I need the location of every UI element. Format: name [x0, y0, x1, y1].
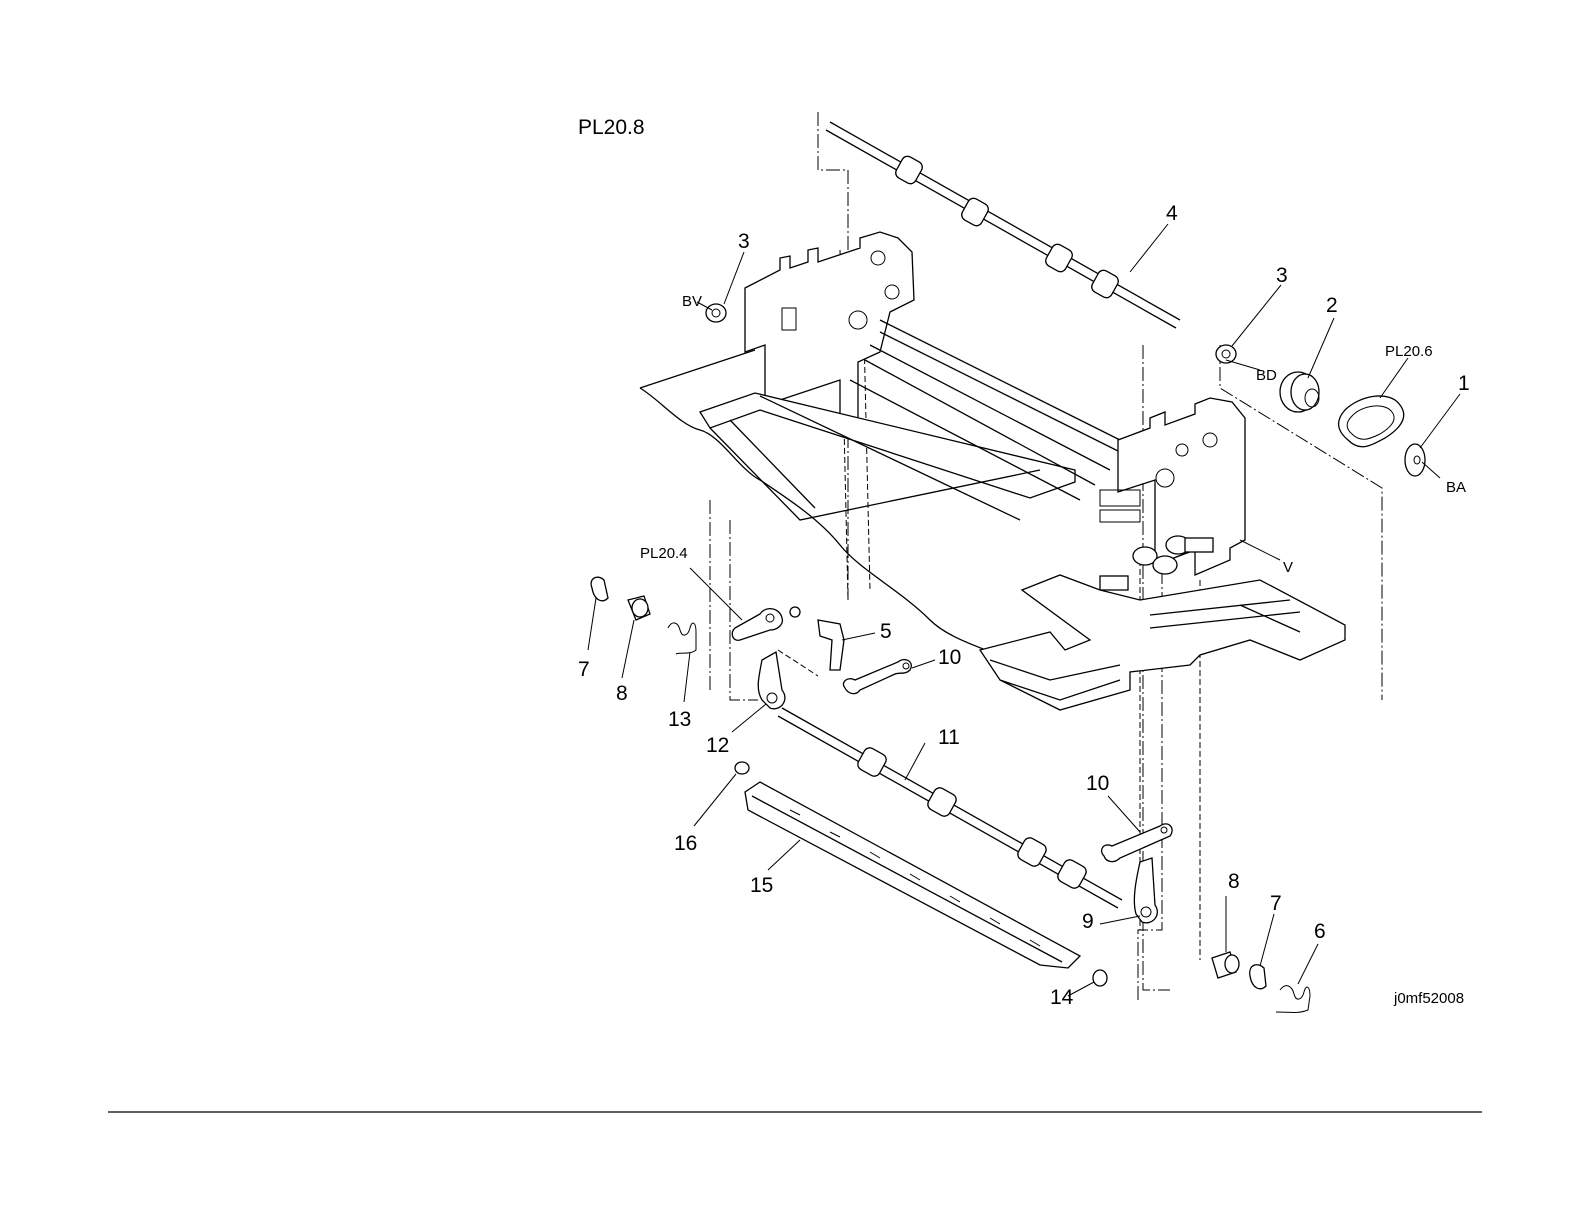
callout-4: 4 — [1166, 202, 1178, 225]
callout-15: 15 — [750, 874, 773, 897]
callout-12: 12 — [706, 734, 729, 757]
part-14-spring-right — [1093, 970, 1107, 986]
part-2-gear — [1280, 372, 1319, 412]
part-5-bracket — [818, 620, 844, 670]
part-12-arm — [758, 650, 818, 709]
code-bd: BD — [1256, 367, 1277, 384]
part-9-arm — [1134, 858, 1157, 923]
part-8-bushing-right — [1212, 952, 1239, 978]
code-v: V — [1283, 559, 1293, 576]
callout-16: 16 — [674, 832, 697, 855]
callout-13: 13 — [668, 708, 691, 731]
ref-pl20-4: PL20.4 — [640, 545, 688, 562]
callout-1: 1 — [1458, 372, 1470, 395]
code-ba: BA — [1446, 479, 1466, 496]
code-bv: BV — [682, 293, 702, 310]
callout-5: 5 — [880, 620, 892, 643]
part-7-clip-left — [591, 577, 608, 601]
part-10-link-upper — [843, 660, 911, 694]
part-7-clip-right — [1250, 965, 1266, 989]
callout-6: 6 — [1314, 920, 1326, 943]
part-1-pulley — [1405, 444, 1425, 476]
leader-lines — [588, 224, 1460, 996]
callout-9: 9 — [1082, 910, 1094, 933]
callout-7-right: 7 — [1270, 892, 1282, 915]
part-6-spring — [1276, 986, 1310, 1013]
part-3-bearing-left — [706, 304, 726, 322]
ref-pl20-6: PL20.6 — [1385, 343, 1433, 360]
part-8-bushing-left — [628, 596, 650, 620]
part-pl20-4-lever — [732, 607, 800, 640]
callout-8-left: 8 — [616, 682, 628, 705]
callout-3-right: 3 — [1276, 264, 1288, 287]
plate-title: PL20.8 — [578, 116, 645, 139]
callout-8-right: 8 — [1228, 870, 1240, 893]
callout-14: 14 — [1050, 986, 1074, 1009]
callout-3-left: 3 — [738, 230, 750, 253]
callout-10-lower: 10 — [1086, 772, 1109, 795]
part-13-spring — [668, 623, 696, 654]
callout-2: 2 — [1326, 294, 1338, 317]
callout-10-upper: 10 — [938, 646, 961, 669]
callout-7-left: 7 — [578, 658, 590, 681]
figure-code: j0mf52008 — [1393, 990, 1464, 1007]
callout-11: 11 — [938, 726, 960, 749]
part-16-spring-left — [735, 762, 749, 774]
part-15-chute-guide — [745, 782, 1080, 968]
belt-pl20-6 — [1339, 396, 1404, 447]
